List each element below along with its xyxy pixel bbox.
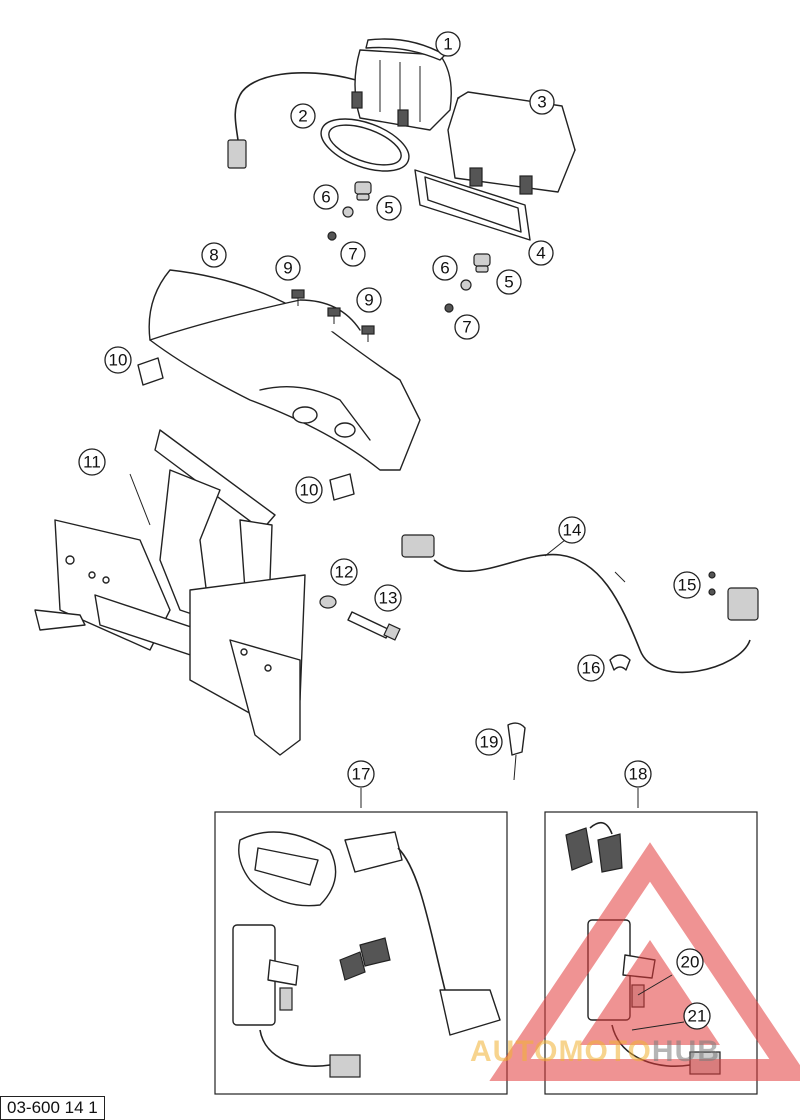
callout-label: 19 bbox=[480, 733, 499, 752]
part-display-unit bbox=[447, 91, 576, 195]
callout-17: 17 bbox=[347, 760, 375, 788]
callout-21: 21 bbox=[683, 1002, 711, 1030]
callout-6a: 6 bbox=[313, 184, 339, 210]
callout-13: 13 bbox=[374, 584, 402, 612]
callout-label: 14 bbox=[563, 521, 582, 540]
part-grommets-right bbox=[444, 253, 491, 313]
part-instrument-cover bbox=[148, 269, 421, 471]
callout-20: 20 bbox=[676, 948, 704, 976]
callout-label: 9 bbox=[283, 259, 292, 278]
lock-set-box-17 bbox=[214, 811, 508, 1095]
callout-19: 19 bbox=[475, 728, 503, 756]
leader-lines bbox=[129, 473, 685, 1031]
callout-label: 16 bbox=[582, 659, 601, 678]
callout-14: 14 bbox=[558, 516, 586, 544]
part-sensor-cable bbox=[401, 534, 759, 674]
callout-label: 15 bbox=[678, 576, 697, 595]
part-cable-clip bbox=[609, 654, 631, 671]
callout-18: 18 bbox=[624, 760, 652, 788]
callout-label: 12 bbox=[335, 563, 354, 582]
callout-15: 15 bbox=[673, 571, 701, 599]
part-bracket bbox=[34, 429, 306, 756]
part-nut bbox=[319, 595, 337, 609]
callout-label: 10 bbox=[109, 351, 128, 370]
callout-10a: 10 bbox=[104, 346, 132, 374]
callout-7a: 7 bbox=[340, 241, 366, 267]
part-key bbox=[507, 722, 526, 781]
callout-label: 6 bbox=[440, 259, 449, 278]
callout-4: 4 bbox=[528, 240, 554, 266]
part-small-screws bbox=[708, 571, 716, 596]
callout-label: 18 bbox=[629, 765, 648, 784]
watermark-text-secondary: HUB bbox=[651, 1035, 720, 1068]
callout-10b: 10 bbox=[295, 476, 323, 504]
callout-3: 3 bbox=[529, 89, 555, 115]
part-bolt bbox=[347, 611, 401, 641]
callout-8: 8 bbox=[201, 242, 227, 268]
callout-5a: 5 bbox=[376, 195, 402, 221]
callout-5b: 5 bbox=[496, 269, 522, 295]
part-screws bbox=[291, 289, 375, 342]
callout-label: 3 bbox=[537, 93, 546, 112]
callout-label: 17 bbox=[352, 765, 371, 784]
part-grommets-left bbox=[327, 181, 372, 241]
callout-16: 16 bbox=[577, 654, 605, 682]
document-number: 03-600 14 1 bbox=[0, 1096, 105, 1120]
callout-label: 4 bbox=[536, 244, 545, 263]
watermark-text-primary: AUTOMOTO bbox=[470, 1035, 652, 1068]
part-speedometer bbox=[227, 38, 452, 169]
callout-12: 12 bbox=[330, 558, 358, 586]
callout-label: 11 bbox=[83, 453, 101, 472]
callout-label: 13 bbox=[379, 589, 398, 608]
watermark-text: AUTOMOTOHUB bbox=[470, 1035, 720, 1069]
part-seal-ring bbox=[320, 118, 410, 172]
callout-label: 20 bbox=[681, 953, 700, 972]
callout-label: 6 bbox=[321, 188, 330, 207]
callout-label: 5 bbox=[384, 199, 393, 218]
callout-6b: 6 bbox=[432, 255, 458, 281]
callout-label: 9 bbox=[364, 291, 373, 310]
callout-label: 1 bbox=[443, 35, 452, 54]
callout-label: 8 bbox=[209, 246, 218, 265]
callout-2: 2 bbox=[290, 103, 316, 129]
part-gasket bbox=[414, 169, 531, 241]
callout-label: 5 bbox=[504, 273, 513, 292]
callout-7b: 7 bbox=[454, 314, 480, 340]
callout-label: 2 bbox=[298, 107, 307, 126]
callout-label: 7 bbox=[462, 318, 471, 337]
callout-label: 7 bbox=[348, 245, 357, 264]
callout-9b: 9 bbox=[356, 287, 382, 313]
part-clips bbox=[137, 357, 355, 501]
callout-1: 1 bbox=[435, 31, 461, 57]
callout-label: 10 bbox=[300, 481, 319, 500]
callout-11: 11 bbox=[78, 448, 106, 476]
callout-9a: 9 bbox=[275, 255, 301, 281]
callout-label: 21 bbox=[688, 1007, 707, 1026]
